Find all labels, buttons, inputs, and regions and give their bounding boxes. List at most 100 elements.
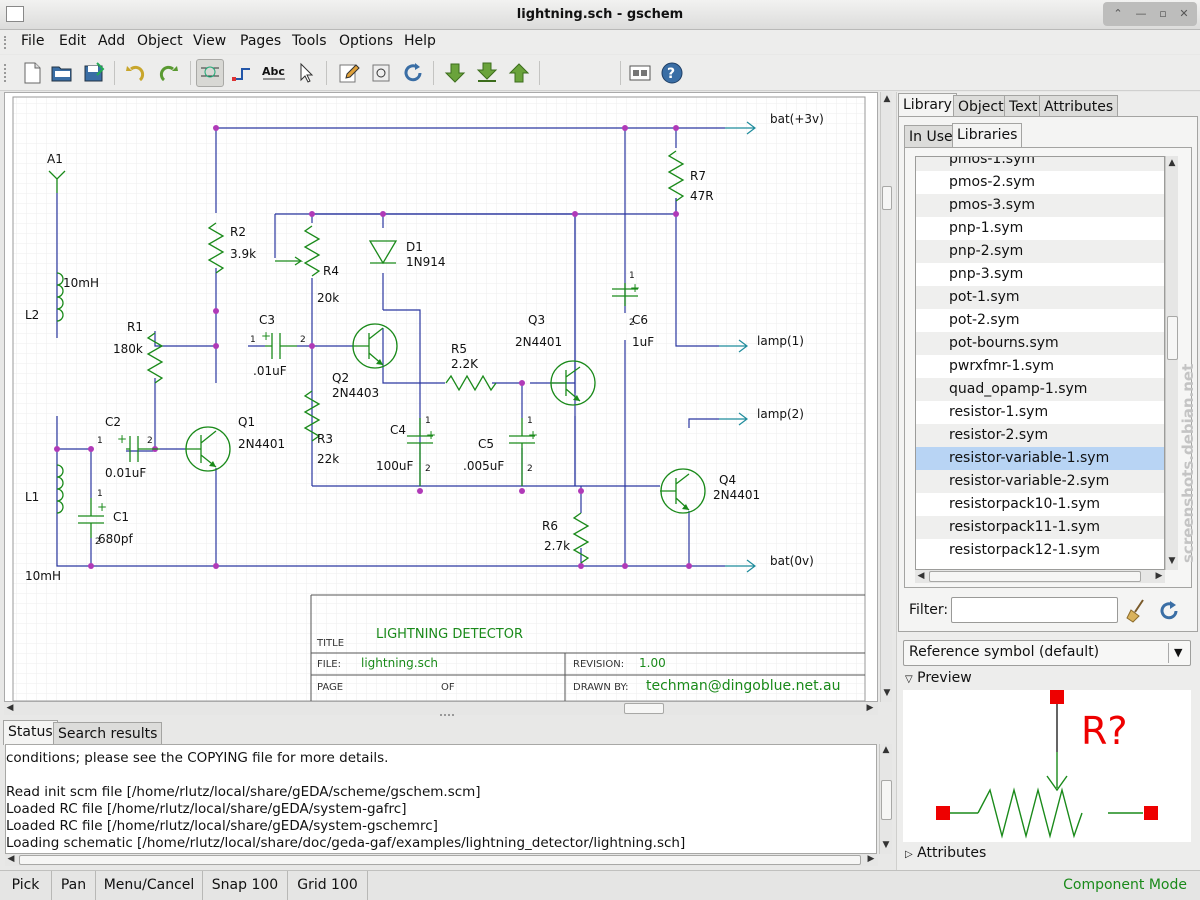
tab-library[interactable]: Library	[898, 93, 957, 118]
c5-value: .005uF	[463, 459, 504, 473]
scroll-up-icon[interactable]: ▲	[883, 94, 891, 104]
scroll-left-icon[interactable]: ◀	[917, 571, 925, 581]
menu-view[interactable]: View	[193, 33, 227, 49]
menu-help[interactable]: Help	[404, 33, 436, 49]
scroll-left-icon[interactable]: ◀	[6, 703, 14, 713]
tab-libraries[interactable]: Libraries	[952, 123, 1023, 148]
status-hscroll-thumb[interactable]	[19, 855, 861, 865]
refresh-library-button[interactable]	[1156, 598, 1182, 624]
redo-button[interactable]	[155, 59, 183, 87]
scroll-right-icon[interactable]: ▶	[866, 703, 874, 713]
open-file-button[interactable]	[48, 59, 76, 87]
tab-search-results[interactable]: Search results	[53, 722, 163, 745]
undo-button[interactable]	[121, 59, 149, 87]
list-item[interactable]: resistorpack12-1.sym	[949, 542, 1101, 558]
symbol-list-hscroll-thumb[interactable]	[929, 571, 1141, 582]
L2-symbol	[56, 272, 64, 322]
list-item[interactable]: pot-bourns.sym	[916, 332, 1164, 355]
move-down-button[interactable]	[441, 59, 469, 87]
symbol-list[interactable]: pmos-1.sym pmos-2.sym pmos-3.sym pnp-1.s…	[915, 156, 1165, 570]
clear-filter-button[interactable]	[1123, 598, 1149, 624]
list-item[interactable]: pwrxfmr-1.sym	[949, 358, 1055, 374]
add-text-button[interactable]: Abc	[260, 59, 288, 87]
list-item-selected[interactable]: resistor-variable-1.sym	[916, 447, 1164, 470]
zoom-box-button[interactable]	[367, 59, 395, 87]
symbol-list-hscroll[interactable]: ◀ ▶	[915, 570, 1165, 583]
add-component-button[interactable]	[196, 59, 224, 87]
menu-pages[interactable]: Pages	[240, 33, 282, 49]
menu-options[interactable]: Options	[339, 33, 394, 49]
menu-object[interactable]: Object	[137, 33, 183, 49]
move-up-button[interactable]	[505, 59, 533, 87]
close-icon[interactable]: ✕	[1179, 7, 1189, 20]
tab-object[interactable]: Object	[953, 95, 1009, 118]
chevron-down-icon[interactable]: ▼	[1174, 646, 1183, 659]
R7-symbol	[667, 150, 685, 202]
menu-tools[interactable]: Tools	[292, 33, 327, 49]
l2-value: 10mH	[63, 276, 99, 290]
symbol-list-vscroll[interactable]: ▲ ▼	[1165, 156, 1178, 570]
list-item[interactable]: pnp-3.sym	[949, 266, 1024, 282]
canvas-hscroll[interactable]: ◀ ▶	[4, 702, 878, 715]
list-item[interactable]: pot-2.sym	[949, 312, 1020, 328]
canvas-vscroll-thumb[interactable]	[882, 186, 892, 210]
tab-attributes[interactable]: Attributes	[1039, 95, 1119, 118]
status-hscroll[interactable]: ◀ ▶	[5, 854, 878, 866]
symbol-list-vscroll-thumb[interactable]	[1167, 316, 1178, 360]
scroll-right-icon[interactable]: ▶	[1155, 571, 1163, 581]
list-item[interactable]: pmos-2.sym	[949, 174, 1036, 190]
menu-edit[interactable]: Edit	[59, 33, 87, 49]
tab-in-use[interactable]: In Use	[904, 125, 958, 148]
pane-handle[interactable]	[440, 714, 454, 719]
list-item[interactable]: resistorpack11-1.sym	[916, 516, 1164, 539]
filter-input[interactable]	[951, 597, 1118, 623]
window-menu-icon[interactable]	[6, 6, 24, 22]
list-item[interactable]: quad_opamp-1.sym	[916, 378, 1164, 401]
scroll-up-icon[interactable]: ▲	[1168, 158, 1176, 168]
list-item[interactable]: resistor-2.sym	[916, 424, 1164, 447]
menu-file[interactable]: File	[21, 33, 45, 49]
list-item[interactable]: pnp-2.sym	[916, 240, 1164, 263]
status-vscroll-thumb[interactable]	[881, 780, 892, 820]
scroll-down-icon[interactable]: ▼	[883, 688, 891, 698]
schematic-canvas[interactable]: bat(+3v) lamp(1) lamp(2) bat(0v) A1 L2 1…	[4, 92, 878, 702]
list-item[interactable]: pmos-3.sym	[916, 194, 1164, 217]
list-item[interactable]: pnp-1.sym	[949, 220, 1024, 236]
scroll-down-icon[interactable]: ▼	[882, 840, 890, 850]
menu-add[interactable]: Add	[98, 33, 126, 49]
scroll-right-icon[interactable]: ▶	[867, 854, 875, 864]
tab-status[interactable]: Status	[3, 720, 58, 745]
edit-button[interactable]	[335, 59, 363, 87]
scroll-left-icon[interactable]: ◀	[7, 854, 15, 864]
preview-expander[interactable]: ▽ Preview	[905, 670, 972, 686]
page-manager-button[interactable]	[626, 59, 654, 87]
status-vscroll[interactable]: ▲ ▼	[879, 744, 892, 854]
watermark-text: screenshots.debian.net	[1179, 363, 1197, 563]
help-button[interactable]: ?	[658, 59, 686, 87]
scroll-up-icon[interactable]: ▲	[882, 745, 890, 755]
maximize-icon[interactable]: ▫	[1159, 7, 1167, 20]
tab-text[interactable]: Text	[1004, 95, 1043, 118]
refresh-icon	[1160, 601, 1178, 620]
add-net-button[interactable]	[228, 59, 256, 87]
save-button[interactable]	[80, 59, 108, 87]
text-icon: Abc	[262, 65, 285, 80]
list-item[interactable]: pot-1.sym	[916, 286, 1164, 309]
attributes-expander[interactable]: ▷ Attributes	[905, 845, 986, 861]
new-file-button[interactable]	[18, 59, 46, 87]
list-item[interactable]: pmos-1.sym	[916, 157, 1164, 171]
D1-symbol	[368, 240, 398, 265]
scroll-down-icon[interactable]: ▼	[1168, 556, 1176, 566]
minimize-icon[interactable]: —	[1135, 7, 1147, 20]
list-item[interactable]: resistor-variable-2.sym	[916, 470, 1164, 493]
move-down-hierarchy-button[interactable]	[473, 59, 501, 87]
shade-icon[interactable]: ⌃	[1113, 7, 1123, 20]
redraw-button[interactable]	[399, 59, 427, 87]
preview-label: Preview	[917, 670, 972, 686]
reference-symbol-combo[interactable]: Reference symbol (default) ▼	[903, 640, 1191, 666]
list-item[interactable]: resistorpack10-1.sym	[949, 496, 1101, 512]
list-item[interactable]: resistor-1.sym	[949, 404, 1049, 420]
select-button[interactable]	[292, 59, 320, 87]
canvas-hscroll-thumb[interactable]	[624, 703, 664, 714]
canvas-vscroll[interactable]: ▲ ▼	[880, 92, 892, 702]
